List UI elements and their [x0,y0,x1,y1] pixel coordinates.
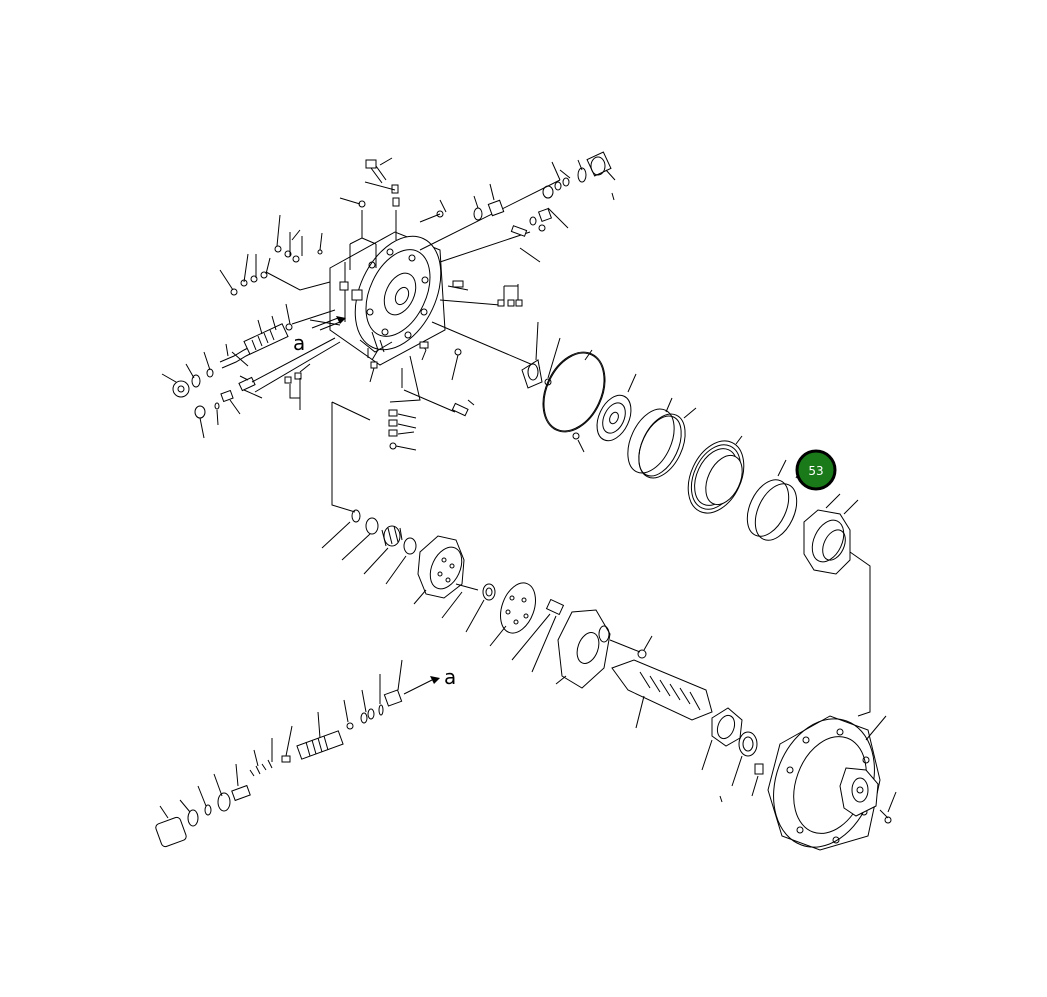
upper-right-fittings [419,151,616,263]
callout-number: 53 [808,464,823,478]
lower-a-marker: a [403,665,456,695]
upper-a-marker: a [293,316,346,355]
upper-spool-assembly [161,303,341,439]
callout-badge-circle [797,451,835,489]
lower-spool-assembly [155,659,403,848]
mid-small-parts [367,280,541,451]
connector-bracket [331,401,371,513]
lower-rotating-group [321,509,653,689]
ring-stack [521,321,871,717]
main-housing [329,231,446,366]
callout-badge-ring [795,449,837,491]
callout-badge-53[interactable]: 53 [795,449,837,491]
upper-small-parts [219,157,447,296]
output-shaft [611,659,764,803]
marker-letter-a-lower: a [444,665,456,689]
output-flange [767,715,897,851]
marker-letter-a-upper: a [293,331,305,355]
